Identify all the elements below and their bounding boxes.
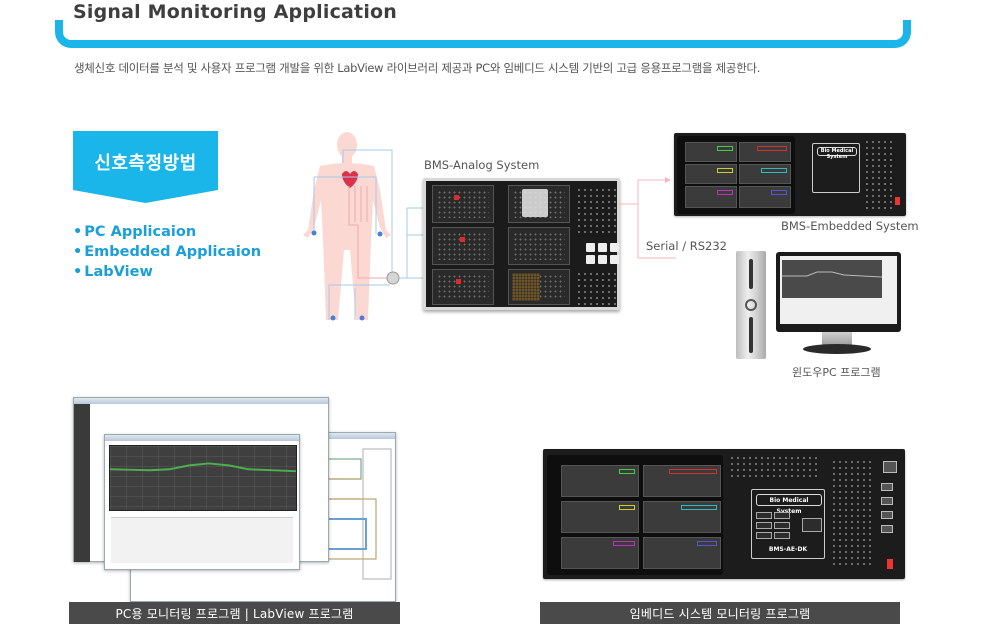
ecg-signal-plot — [109, 462, 297, 473]
pc-tower — [736, 251, 766, 359]
heart-icon — [342, 171, 358, 188]
embedded-system-label: BMS-Embedded System — [781, 219, 919, 233]
page-subtitle: 생체신호 데이터를 분석 및 사용자 프로그램 개발을 위한 LabView 라… — [74, 61, 761, 75]
pc-monitor — [776, 252, 901, 332]
method-list: PC Applicaion Embedded Applicaion LabVie… — [73, 222, 261, 282]
method-item: Embedded Applicaion — [73, 242, 261, 262]
connector-lines — [399, 207, 423, 279]
monitoring-dialog — [104, 434, 300, 570]
banner-label: 신호측정방법 — [94, 153, 197, 174]
pc-program-label: 윈도우PC 프로그램 — [792, 366, 881, 379]
method-item: LabView — [73, 262, 261, 282]
measurement-method-banner: 신호측정방법 — [73, 131, 218, 203]
method-item: PC Applicaion — [73, 222, 261, 242]
human-body-icon — [303, 132, 400, 321]
page-title: Signal Monitoring Application — [71, 1, 402, 23]
pc-application-screenshot — [73, 397, 329, 570]
embedded-monitoring-board: Bio Medical System BMS-AE-DK — [543, 449, 905, 579]
pc-signal-plot — [782, 260, 882, 298]
board-title-large: Bio Medical System — [756, 494, 822, 515]
embedded-system-board: Bio Medical System — [674, 133, 906, 216]
serial-connector-lines — [618, 177, 676, 259]
serial-label: Serial / RS232 — [646, 239, 727, 253]
header-bracket — [55, 20, 911, 48]
embedded-caption: 임베디드 시스템 모니터링 프로그램 — [540, 602, 900, 624]
pc-labview-caption: PC용 모니터링 프로그램 | LabView 프로그램 — [69, 602, 400, 624]
board-model: BMS-AE-DK — [768, 546, 808, 553]
board-title: Bio Medical System — [817, 147, 857, 160]
analog-system-label: BMS-Analog System — [424, 158, 540, 172]
analog-system-board — [423, 178, 620, 310]
